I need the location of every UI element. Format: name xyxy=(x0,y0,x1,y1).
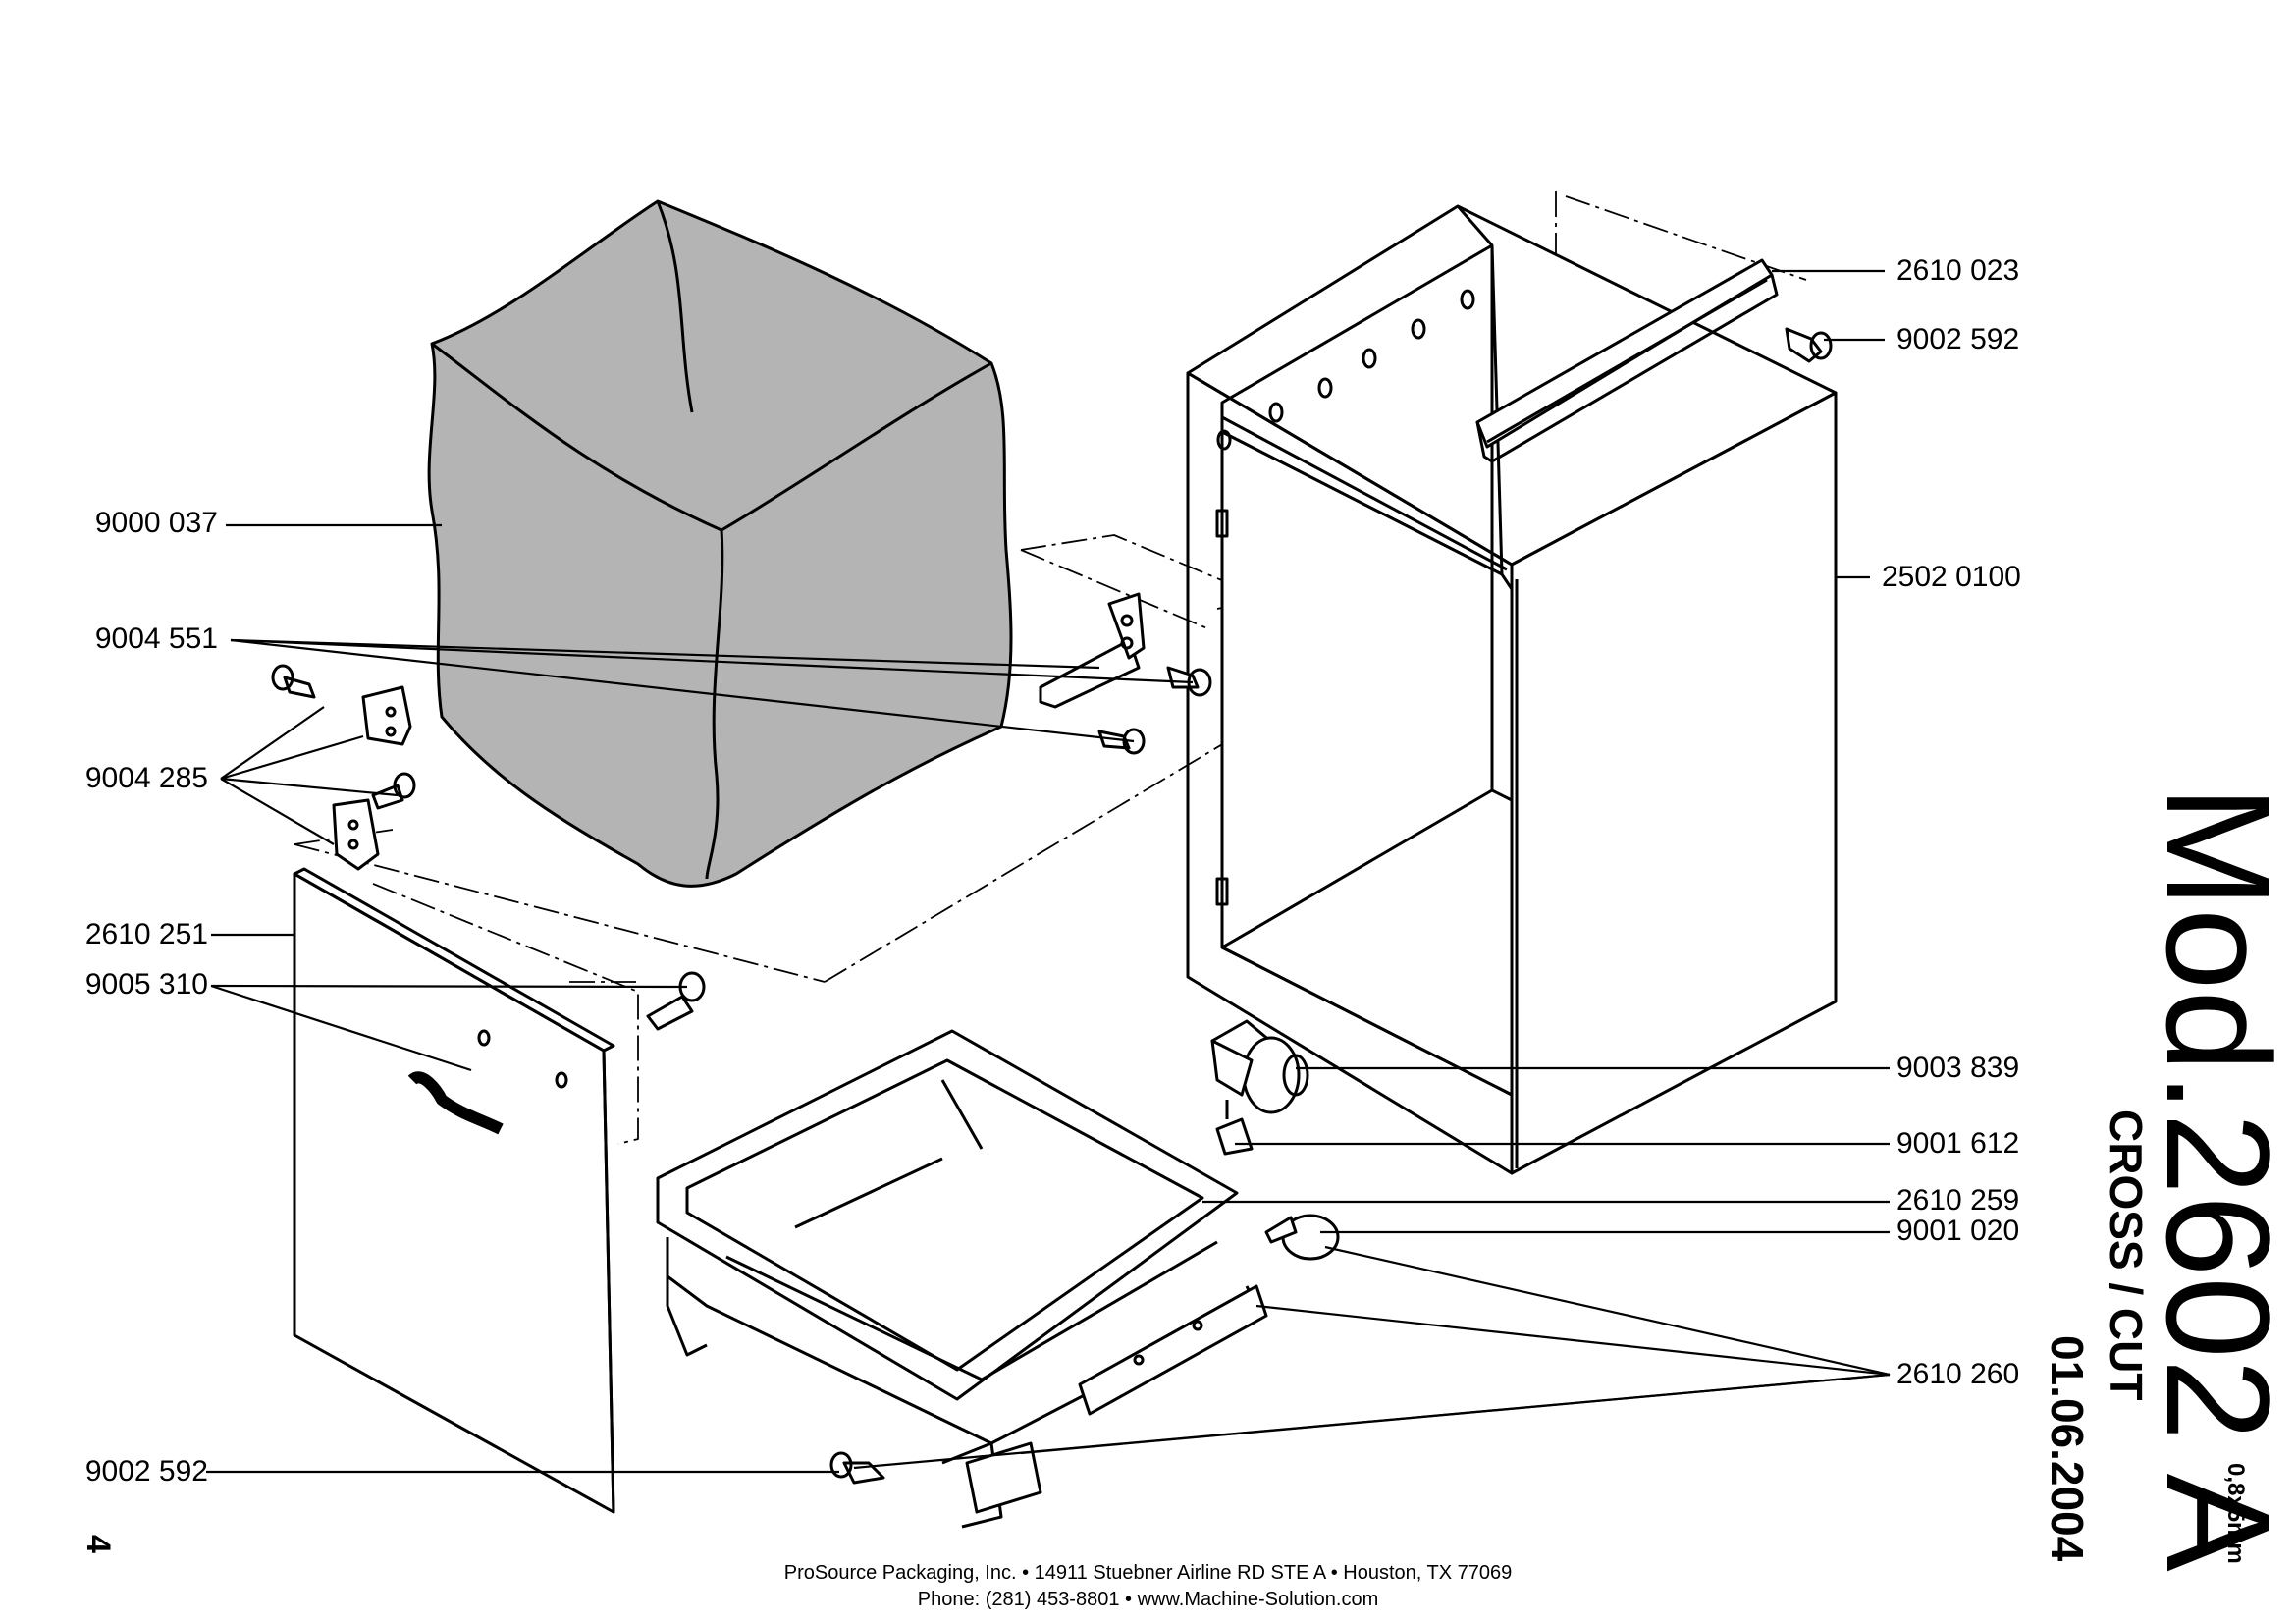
door-panel xyxy=(293,867,615,1514)
part-label-rail-screw: 9002 592 xyxy=(1896,323,2020,355)
revision-date: 01.06.2004 xyxy=(2042,1335,2093,1562)
part-label-clamp: 9001 020 xyxy=(1896,1215,2020,1247)
catch-plates xyxy=(332,685,412,871)
door-screw xyxy=(646,971,706,1031)
footer-address: ProSource Packaging, Inc. • 14911 Stuebn… xyxy=(783,1562,1513,1584)
hinge-bracket xyxy=(1039,592,1146,709)
caster-wheel xyxy=(1210,1019,1309,1156)
part-label-door: 2610 251 xyxy=(84,918,208,950)
part-label-frame: 2610 259 xyxy=(1896,1184,2020,1217)
part-label-catch: 9004 285 xyxy=(84,762,208,794)
cabinet-body xyxy=(1186,204,1838,1175)
model-title: Mod.2602 A xyxy=(2136,785,2296,1572)
page-number: 4 xyxy=(79,1535,117,1553)
footer-contact: Phone: (281) 453-8801 • www.Machine-Solu… xyxy=(917,1589,1379,1610)
rail-screw xyxy=(1785,327,1833,363)
bag-frame xyxy=(656,1029,1268,1529)
part-label-caster-screw: 9001 612 xyxy=(1896,1127,2020,1160)
title-block: Mod.2602 A CROSS / CUT 0,8x5mm 01.06.200… xyxy=(1998,785,2296,1572)
top-rail xyxy=(1475,258,1779,463)
part-label-caster: 9003 839 xyxy=(1896,1052,2020,1084)
part-label-cabinet: 2502 0100 xyxy=(1882,561,2021,593)
part-label-rail: 2610 023 xyxy=(1896,254,2020,287)
part-label-hinge-screw: 9004 551 xyxy=(94,622,218,655)
leader-lines xyxy=(206,269,1891,1474)
hose-clamp xyxy=(1264,1214,1340,1261)
cut-spec: 0,8x5mm xyxy=(2222,1463,2249,1564)
part-label-frame-screw: 9002 592 xyxy=(84,1455,208,1488)
cover-bag xyxy=(427,199,1013,888)
part-label-bag: 9000 037 xyxy=(94,507,218,539)
part-label-door-screw: 9005 310 xyxy=(84,968,208,1001)
part-label-frame-parts: 2610 260 xyxy=(1896,1358,2020,1390)
model-subtitle: CROSS / CUT xyxy=(2101,1109,2152,1401)
